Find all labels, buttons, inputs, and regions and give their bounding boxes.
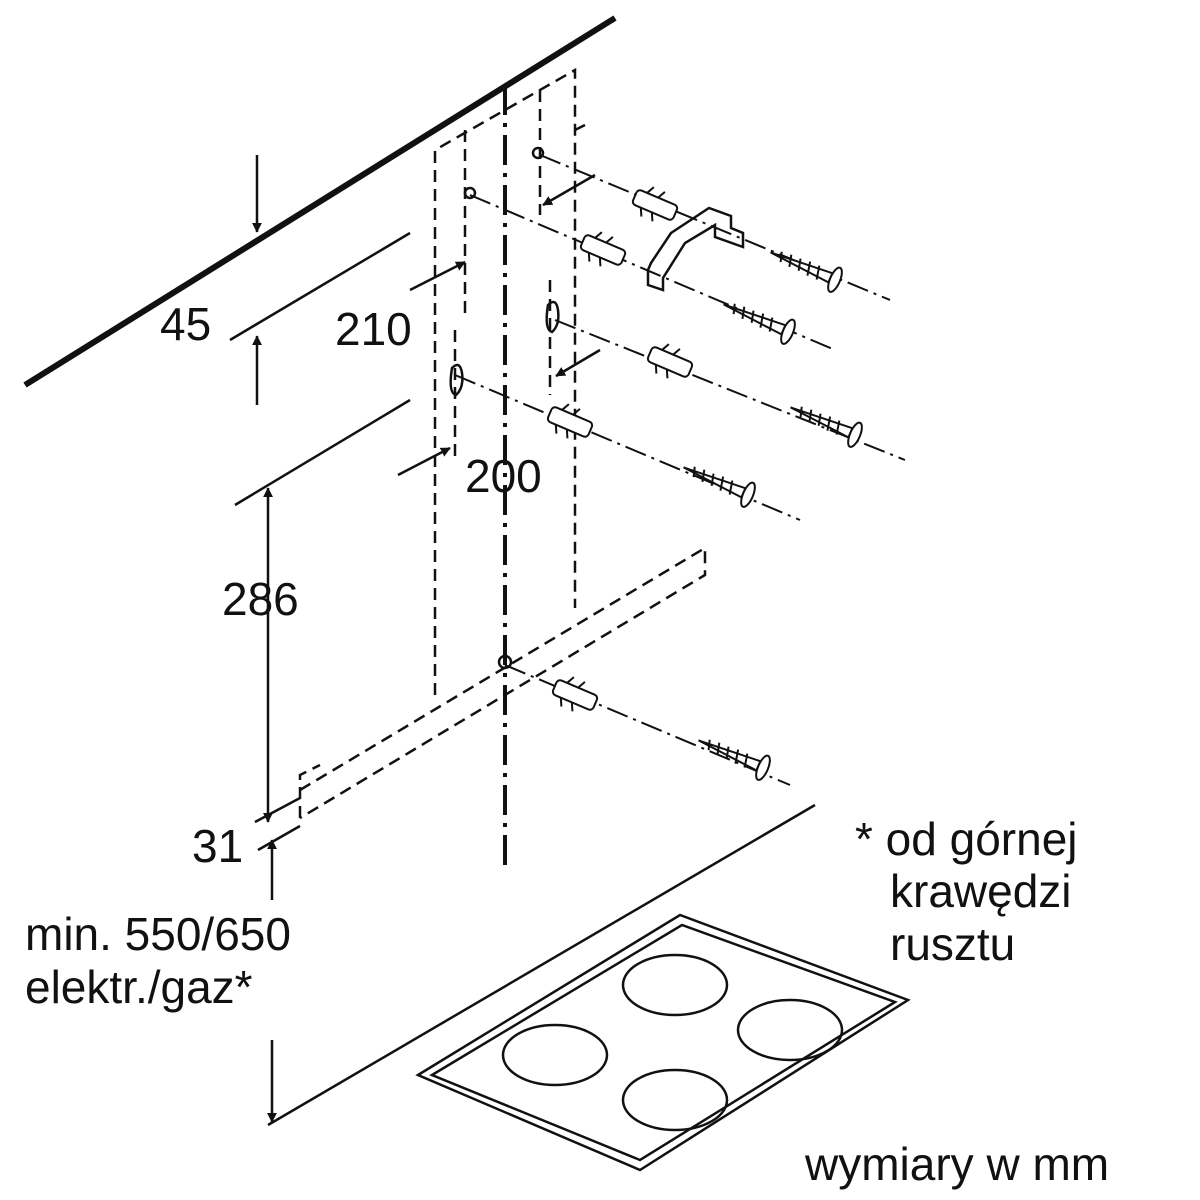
dimension-45: 45 [160,298,211,350]
cooktop [267,803,911,1172]
wall-dowels [546,186,694,712]
dimension-31: 31 [192,820,243,872]
units-note: wymiary w mm [804,1138,1109,1190]
min-distance-label: min. 550/650 [25,908,291,960]
footnote-line-1: * od górnej [855,813,1078,865]
dimension-200: 200 [465,450,542,502]
mounting-holes [449,146,560,670]
dimension-286: 286 [222,573,299,625]
mounting-template-outline [298,67,707,820]
footnote-line-3: rusztu [890,918,1015,970]
screws [683,251,863,781]
ceiling-line [23,15,617,388]
hanging-bracket [646,206,745,292]
dimension-lines [229,155,601,1122]
dimension-210: 210 [335,303,412,355]
footnote-line-2: krawędzi [890,865,1072,917]
min-distance-type-label: elektr./gaz* [25,961,253,1013]
